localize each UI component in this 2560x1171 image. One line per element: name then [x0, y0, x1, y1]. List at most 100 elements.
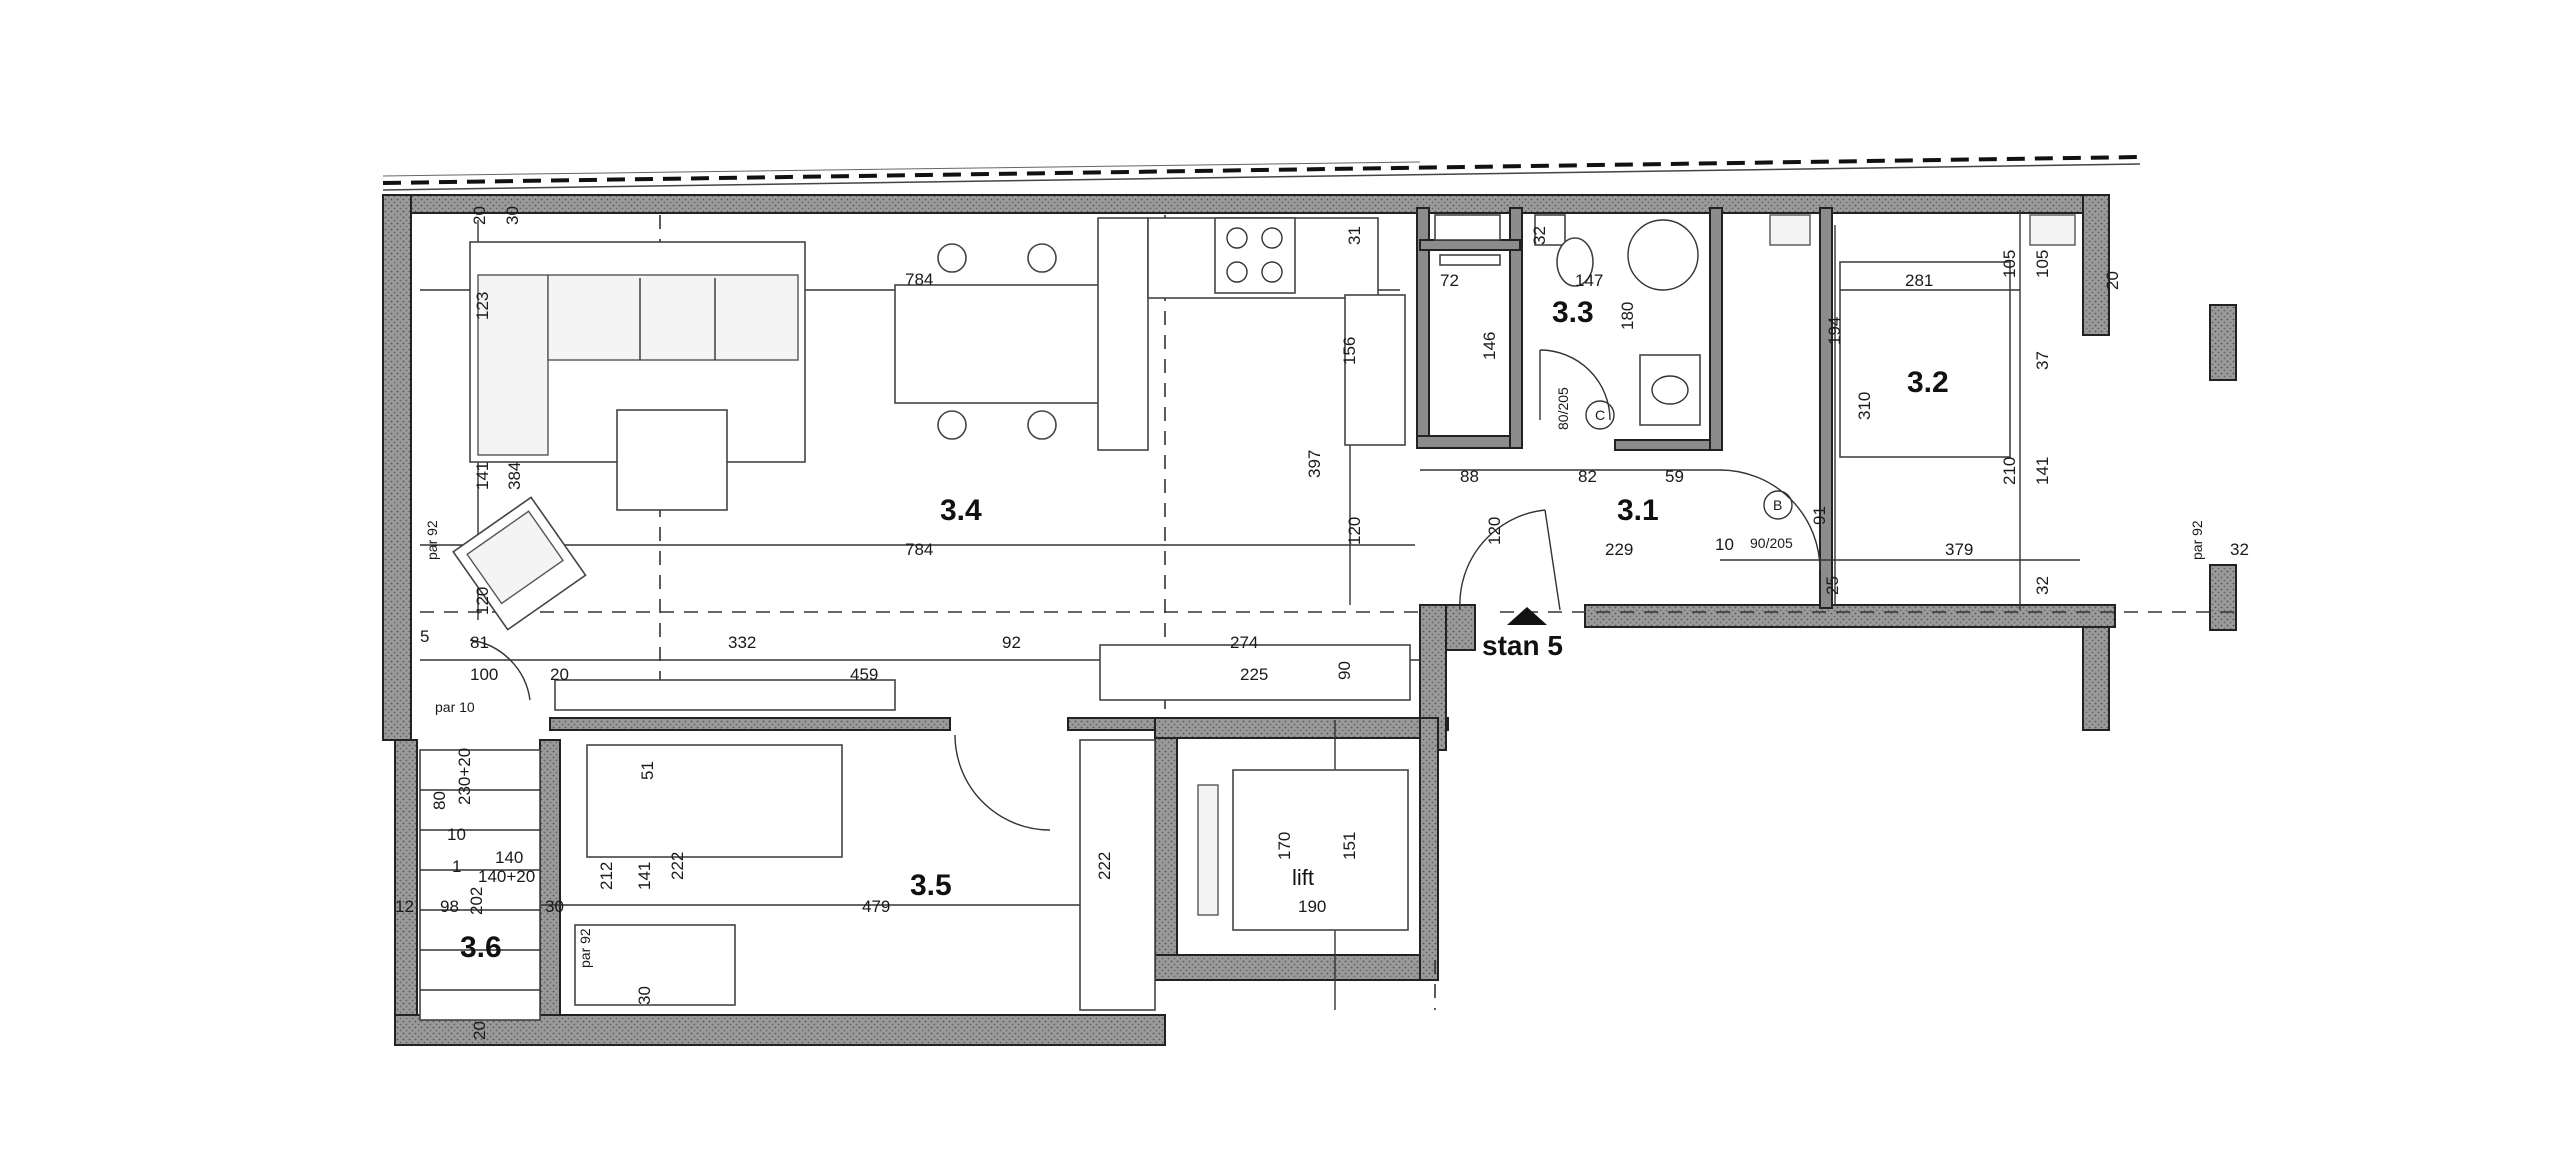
dim-140: 140	[495, 848, 523, 867]
armchair	[452, 496, 587, 631]
dim-120-left: 120	[473, 587, 492, 615]
dim-140-20: 140+20	[478, 867, 535, 886]
dim-141-left: 141	[473, 462, 492, 490]
dim-170: 170	[1275, 832, 1294, 860]
dim-141-right: 141	[2033, 457, 2052, 485]
dim-310: 310	[1855, 392, 1874, 420]
dim-190: 190	[1298, 897, 1326, 916]
dim-120-kitchen: 120	[1345, 517, 1364, 545]
dim-397: 397	[1305, 450, 1324, 478]
dim-91: 91	[1810, 506, 1829, 525]
dim-274: 274	[1230, 633, 1258, 652]
door-b-size: 90/205	[1750, 535, 1793, 551]
dim-5: 5	[420, 627, 429, 646]
door-c-size: 80/205	[1555, 387, 1571, 430]
dim-281: 281	[1905, 271, 1933, 290]
dim-105-a: 105	[2000, 250, 2019, 278]
bed	[1769, 214, 2076, 458]
dim-222-a: 222	[668, 852, 687, 880]
dim-384: 384	[505, 462, 524, 490]
dim-212: 212	[597, 862, 616, 890]
entrance-arrow	[1507, 607, 1547, 625]
dim-156: 156	[1340, 337, 1359, 365]
dim-90: 90	[1335, 661, 1354, 680]
stairs	[419, 749, 541, 1021]
dim-147: 147	[1575, 271, 1603, 290]
window-label-right: par 92	[2189, 520, 2205, 560]
dim-32-right: 32	[2033, 576, 2052, 595]
room-label-3-5: 3.5	[910, 869, 952, 902]
dim-180: 180	[1618, 302, 1637, 330]
dim-82: 82	[1578, 467, 1597, 486]
dim-151: 151	[1340, 832, 1359, 860]
dim-332: 332	[728, 633, 756, 652]
dim-146: 146	[1480, 332, 1499, 360]
bathroom-fixtures	[1434, 214, 1701, 426]
dim-51: 51	[638, 761, 657, 780]
dim-229: 229	[1605, 540, 1633, 559]
dim-98: 98	[440, 897, 459, 916]
dim-32-bay: 32	[2230, 540, 2249, 559]
dim-10-stair: 10	[447, 825, 466, 844]
dim-202: 202	[467, 887, 486, 915]
dim-12: 12	[395, 897, 414, 916]
door-b-letter: B	[1773, 497, 1782, 513]
dim-784-top: 784	[905, 270, 933, 289]
coffee-table	[616, 409, 728, 511]
lift-label: lift	[1292, 865, 1314, 890]
window-label-left: par 92	[424, 520, 440, 560]
dim-10: 10	[1715, 535, 1734, 554]
dim-222-b: 222	[1095, 852, 1114, 880]
room-label-3-2: 3.2	[1907, 366, 1949, 399]
dim-37: 37	[2033, 351, 2052, 370]
door-b-circle	[1763, 490, 1793, 520]
dim-81: 81	[470, 633, 489, 652]
entrance-label: stan 5	[1482, 630, 1563, 661]
dim-379: 379	[1945, 540, 1973, 559]
dim-32-bath: 32	[1530, 226, 1549, 245]
dim-210: 210	[2000, 457, 2019, 485]
roof-edge	[382, 155, 2141, 191]
dim-20-top: 20	[470, 206, 489, 225]
dimension-labels: 784 784 123 141 384 120 20 30 397 156 12…	[395, 206, 2249, 1040]
dim-30-35b: 30	[635, 986, 654, 1005]
dim-80: 80	[430, 791, 449, 810]
dim-25: 25	[1823, 576, 1842, 595]
dim-120-hall: 120	[1485, 517, 1504, 545]
room-label-3-3: 3.3	[1552, 296, 1594, 329]
exterior-walls	[382, 194, 2237, 1046]
dim-784-mid: 784	[905, 540, 933, 559]
dim-30-35: 30	[545, 897, 564, 916]
dim-459: 459	[850, 665, 878, 684]
interior-walls	[1416, 207, 1833, 609]
dim-92: 92	[1002, 633, 1021, 652]
dim-31: 31	[1345, 226, 1364, 245]
dim-30-top: 30	[503, 206, 522, 225]
dim-230-20: 230+20	[455, 748, 474, 805]
dim-225: 225	[1240, 665, 1268, 684]
desk-and-bed-35	[554, 644, 1411, 1011]
dim-20-bottom: 20	[470, 1021, 489, 1040]
kitchen	[1097, 217, 1406, 451]
dim-479: 479	[862, 897, 890, 916]
dim-20-mid: 20	[550, 665, 569, 684]
dim-123: 123	[473, 292, 492, 320]
dim-100: 100	[470, 665, 498, 684]
dim-194: 194	[1825, 317, 1844, 345]
dim-59: 59	[1665, 467, 1684, 486]
door-c-letter: C	[1595, 407, 1605, 423]
room-label-3-4: 3.4	[940, 494, 982, 527]
room-label-3-1: 3.1	[1617, 494, 1659, 527]
room-label-3-6: 3.6	[460, 931, 502, 964]
lift-car	[1197, 769, 1409, 931]
dim-105-b: 105	[2033, 250, 2052, 278]
dim-141-35: 141	[635, 862, 654, 890]
dim-72: 72	[1440, 271, 1459, 290]
dim-88: 88	[1460, 467, 1479, 486]
dim-20-bay: 20	[2103, 271, 2122, 290]
dim-1: 1	[452, 857, 461, 876]
door-c-circle	[1585, 400, 1615, 430]
window-label-stair: par 10	[435, 699, 475, 715]
window-label-35: par 92	[577, 928, 593, 968]
